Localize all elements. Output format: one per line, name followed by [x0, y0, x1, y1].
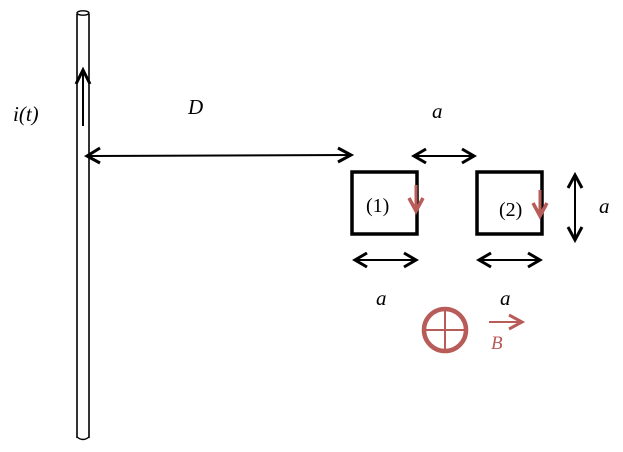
field-into-page-icon [421, 306, 469, 354]
height-label: a [599, 194, 610, 218]
height-arrow-icon [566, 171, 584, 244]
loop-2 [475, 170, 544, 236]
current-arrow-icon [74, 66, 92, 126]
width-1-arrow-icon [352, 251, 419, 269]
loop-1-label: (1) [366, 195, 389, 217]
loop-2-current-arrow-icon [531, 190, 549, 220]
loop-2-label: (2) [499, 199, 522, 221]
gap-label: a [432, 99, 443, 123]
distance-arrow-icon [83, 146, 355, 165]
loop-1-current-arrow-icon [407, 185, 425, 215]
width-2-arrow-icon [476, 251, 543, 269]
field-vector-arrow-icon [489, 313, 526, 331]
current-label: i(t) [13, 102, 39, 126]
width-2-label: a [500, 286, 511, 310]
width-1-label: a [376, 286, 387, 310]
field-label: B [491, 333, 503, 354]
gap-arrow-icon [411, 147, 477, 165]
wire [76, 10, 90, 441]
distance-label: D [187, 95, 203, 119]
